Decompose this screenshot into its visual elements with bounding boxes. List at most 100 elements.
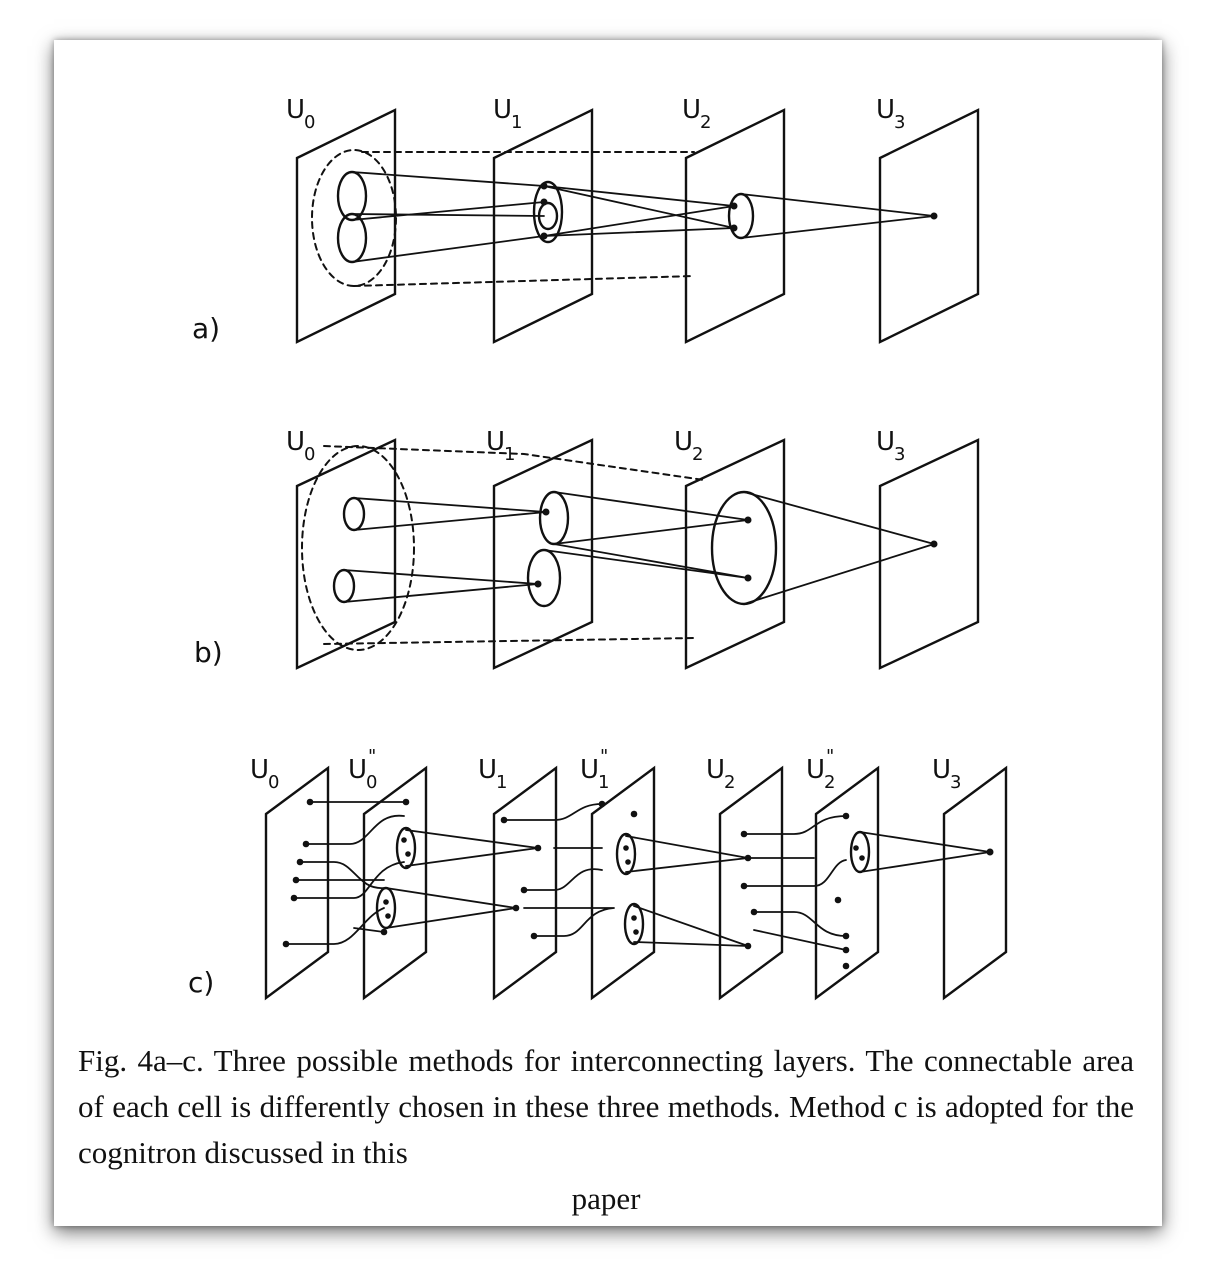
panel-c-layer-u2 (718, 765, 784, 1001)
panel-a-cell-dots (540, 182, 938, 240)
figure-caption-last-line: paper (571, 1181, 641, 1216)
svg-text:": " (368, 746, 376, 767)
panel-c-layer-u3 (942, 765, 1008, 1001)
svg-text:1: 1 (504, 444, 515, 465)
panel-b-layer-u2 (684, 438, 786, 670)
panel-b-label: b) (194, 636, 223, 669)
panel-c-layer-label-u2: U 2 (706, 755, 735, 793)
panel-c-layer-u1-prime (590, 765, 656, 1001)
svg-text:U: U (876, 427, 895, 457)
panel-a-connections (351, 171, 935, 263)
svg-text:3: 3 (894, 112, 905, 133)
svg-text:U: U (486, 427, 505, 457)
panel-c-u1prime-cone-bottom (623, 902, 645, 946)
svg-text:3: 3 (950, 772, 961, 793)
panel-a-layer-label-u1: U 1 (493, 95, 522, 133)
figure-caption: Fig. 4a–c. Three possible methods for in… (78, 1043, 1134, 1170)
panel-b-u0-area (301, 445, 415, 651)
svg-text:1: 1 (496, 772, 507, 793)
panel-c-layer-label-u3: U 3 (932, 755, 961, 793)
panel-a-u1-cone (532, 180, 564, 244)
panel-b-layer-u3 (878, 438, 980, 670)
panel-c-layer-label-u2-prime: U 2 " (806, 746, 835, 793)
panel-a-u2-cone (727, 192, 755, 240)
panel-a-layer-u3 (878, 108, 980, 344)
panel-a-layer-label-u0: U 0 (286, 95, 315, 133)
svg-text:0: 0 (304, 112, 315, 133)
panel-c-u1-wiring (385, 803, 615, 937)
svg-text:3: 3 (894, 444, 905, 465)
panel-b-u0-cone-bottom (332, 568, 356, 604)
svg-text:U: U (876, 95, 895, 125)
panel-b-u0-cone-top (342, 496, 366, 532)
panel-c-layer-label-u0: U 0 (250, 755, 279, 793)
svg-text:U: U (250, 755, 269, 785)
svg-text:U: U (580, 755, 599, 785)
panel-a-label: a) (192, 312, 220, 345)
panel-b-connections (343, 491, 935, 605)
layer-connection-diagram: a) U 0 U 1 U 2 U 3 (188, 95, 1008, 1001)
panel-c-u1-dots (500, 800, 638, 940)
svg-text:0: 0 (268, 772, 279, 793)
svg-text:U: U (286, 427, 305, 457)
svg-text:U: U (706, 755, 725, 785)
panel-a-layer-label-u2: U 2 (682, 95, 711, 133)
panel-a-layer-u2 (684, 108, 786, 344)
svg-text:U: U (478, 755, 497, 785)
panel-c-layer-u2-prime (814, 765, 880, 1001)
panel-b-layer-label-u3: U 3 (876, 427, 905, 465)
panel-c-layer-label-u1-prime: U 1 " (580, 746, 609, 793)
panel-c-u3-dots (383, 837, 994, 935)
panel-c-u0-dots (282, 798, 410, 948)
panel-a-layer-label-u3: U 3 (876, 95, 905, 133)
panel-b-cell-dots (534, 508, 938, 588)
panel-c-u3-connections (859, 831, 991, 873)
svg-text:U: U (682, 95, 701, 125)
svg-text:U: U (286, 95, 305, 125)
panel-b-u2-cone (710, 490, 778, 606)
panel-a-layer-u1 (492, 108, 594, 344)
panel-a-u0-area (311, 149, 397, 287)
svg-text:U: U (932, 755, 951, 785)
panel-b-u1-cone-top (538, 490, 570, 546)
panel-a: a) U 0 U 1 U 2 U 3 (192, 95, 980, 345)
panel-b-layer-label-u0: U 0 (286, 427, 315, 465)
panel-c-layer-u1 (492, 765, 558, 1001)
svg-text:": " (600, 746, 608, 767)
svg-text:2: 2 (824, 772, 835, 793)
panel-c-label: c) (188, 966, 214, 999)
svg-text:": " (826, 746, 834, 767)
svg-text:2: 2 (724, 772, 735, 793)
panel-c-layer-label-u0-prime: U 0 " (348, 746, 377, 793)
svg-text:0: 0 (366, 772, 377, 793)
panel-a-dashed-bounds (353, 151, 695, 287)
svg-text:U: U (806, 755, 825, 785)
panel-c-u2prime-cone (849, 830, 871, 874)
panel-c-u1prime-cone-top (615, 832, 637, 876)
figure-sheet: a) U 0 U 1 U 2 U 3 (54, 40, 1162, 1226)
panel-c-u0prime-cone-top (395, 826, 417, 870)
panel-b: b) U 0 U 1 U 2 U 3 (194, 427, 980, 670)
panel-c-layer-label-u1: U 1 (478, 755, 507, 793)
panel-b-dashed-bounds (323, 445, 705, 645)
panel-c-layer-u0 (264, 765, 330, 1001)
svg-text:2: 2 (700, 112, 711, 133)
panel-c: c) U 0 U 0 " U 1 U 1 " U 2 (188, 746, 1008, 1001)
svg-text:1: 1 (511, 112, 522, 133)
panel-c-u0prime-cone-bottom (375, 886, 397, 930)
panel-b-u1-cone-bottom (526, 548, 562, 608)
panel-b-layer-u0 (295, 438, 397, 670)
svg-text:U: U (493, 95, 512, 125)
panel-b-layer-u1 (492, 438, 594, 670)
panel-c-layer-u0-prime (362, 765, 428, 1001)
panel-a-layer-u0 (295, 108, 397, 344)
panel-c-u2-wiring (625, 815, 847, 951)
panel-b-layer-label-u1: U 1 (486, 427, 515, 465)
svg-text:1: 1 (598, 772, 609, 793)
svg-text:U: U (674, 427, 693, 457)
svg-text:0: 0 (304, 444, 315, 465)
panel-c-u2-dots (740, 812, 850, 970)
svg-text:2: 2 (692, 444, 703, 465)
svg-text:U: U (348, 755, 367, 785)
panel-b-layer-label-u2: U 2 (674, 427, 703, 465)
